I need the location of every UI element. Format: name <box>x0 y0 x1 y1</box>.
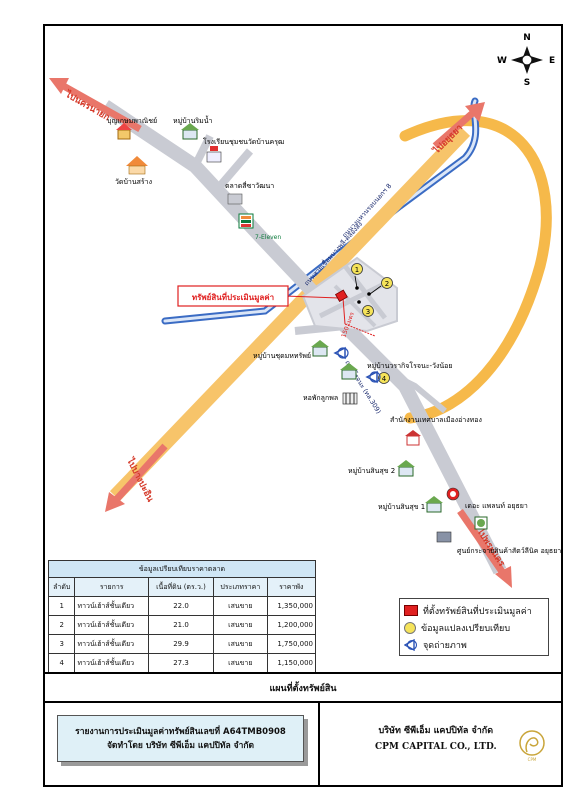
footer-divider <box>318 703 320 785</box>
svg-text:หมู่บ้านสินสุข 1: หมู่บ้านสินสุข 1 <box>378 503 425 511</box>
subject-marker <box>334 289 348 303</box>
plant-icon <box>474 516 488 530</box>
svg-text:7-Eleven: 7-Eleven <box>255 234 281 241</box>
comparable-marker-2: 2 <box>367 277 393 296</box>
compass-rose-icon: N S E W <box>497 33 555 88</box>
svg-text:N: N <box>523 33 531 43</box>
svg-text:CPM: CPM <box>528 757 537 762</box>
market-icon <box>227 193 243 205</box>
subject-swatch-icon <box>404 605 418 616</box>
svg-text:4: 4 <box>382 375 387 383</box>
svg-text:W: W <box>497 56 507 66</box>
table-row: 2 ทาวน์เฮ้าส์ชั้นเดียว 21.0 เสนขาย 1,200… <box>47 615 317 635</box>
table-header: ลำดับ <box>47 577 76 597</box>
gas-station-icon <box>446 487 460 501</box>
rojana-road <box>101 100 507 575</box>
main-highway <box>109 126 471 501</box>
svg-text:หมู่บ้านวรากิจโรจนะ-วังน้อย: หมู่บ้านวรากิจโรจนะ-วังน้อย <box>367 361 452 370</box>
footer: รายงานการประเมินมูลค่าทรัพย์สินเลขที่ A6… <box>45 703 561 785</box>
location-map: ไปนครนายก ไปอยุธยา ไปบางปะอิน ไปพระนคร ถ… <box>45 26 561 671</box>
svg-text:E: E <box>549 56 555 66</box>
arrow-nw <box>49 78 142 133</box>
svg-text:หมู่บ้านสินสุข 2: หมู่บ้านสินสุข 2 <box>348 467 395 475</box>
photo-point-icon <box>333 346 349 360</box>
subject-callout <box>177 285 289 307</box>
table-header: ประเภทราคา <box>213 577 268 597</box>
village-icon <box>340 363 358 380</box>
svg-text:ศูนย์กระจายสินค้าสัตว์ลีนิค อย: ศูนย์กระจายสินค้าสัตว์ลีนิค อยุธยา <box>457 547 561 555</box>
shop-icon <box>116 123 132 140</box>
table-caption: ข้อมูลเปรียบเทียบราคาตลาด <box>48 560 316 578</box>
svg-text:วัดบ้านสร้าง: วัดบ้านสร้าง <box>115 178 152 186</box>
comparable-marker-4: 4 <box>378 372 390 384</box>
page-frame <box>43 24 563 787</box>
legend-item-comparable: ข้อมูลแปลงเปรียบเทียบ <box>404 620 510 635</box>
svg-text:2: 2 <box>385 280 389 288</box>
seven-eleven-icon <box>238 213 254 229</box>
arrow-se <box>457 509 512 588</box>
svg-text:หอพักลูกพล: หอพักลูกพล <box>303 394 338 402</box>
school-icon <box>206 146 222 163</box>
table-row: 3 ทาวน์เฮ้าส์ชั้นเดียว 29.9 เสนขาย 1,750… <box>47 634 317 654</box>
photo-point-icon <box>404 638 418 651</box>
warehouse-icon <box>436 531 452 543</box>
village-icon <box>397 460 415 477</box>
table-header: รายการ <box>74 577 149 597</box>
map-title: แผนที่ตั้งทรัพย์สิน <box>45 672 561 703</box>
svg-text:สำนักงานเทศบาลเมืองอ่างทอง: สำนักงานเทศบาลเมืองอ่างทอง <box>390 416 482 424</box>
svg-text:เดอะ แพลนท์ อยุธยา: เดอะ แพลนท์ อยุธยา <box>465 502 528 510</box>
comparable-swatch-icon <box>404 621 416 634</box>
arrow-sw <box>105 443 168 512</box>
svg-text:1: 1 <box>355 266 359 274</box>
cpm-logo-icon: CPM <box>519 730 545 762</box>
table-row: 4 ทาวน์เฮ้าส์ชั้นเดียว 27.3 เสนขาย 1,150… <box>47 653 317 673</box>
svg-text:โรงเรียนชุมชนวัดบ้านครุฒ: โรงเรียนชุมชนวัดบ้านครุฒ <box>203 137 284 146</box>
report-info-box: รายงานการประเมินมูลค่าทรัพย์สินเลขที่ A6… <box>57 715 304 762</box>
company-name: บริษัท ซีพีเอ็ม แคปปิทัล จำกัด CPM CAPIT… <box>375 726 497 752</box>
map-legend: ที่ตั้งทรัพย์สินที่ประเมินมูลค่า ข้อมูลแ… <box>399 598 549 656</box>
table-row: 1 ทาวน์เฮ้าส์ชั้นเดียว 22.0 เสนขาย 1,350… <box>47 596 317 616</box>
svg-text:หมู่บ้านริมน้ำ: หมู่บ้านริมน้ำ <box>173 114 213 125</box>
arrow-ne <box>432 102 485 149</box>
svg-text:ตลาดสี่ซาวัฒนา: ตลาดสี่ซาวัฒนา <box>225 181 274 190</box>
ring-road <box>399 115 552 424</box>
table-header: เนื้อที่ดิน (ตร.ว.) <box>147 577 215 597</box>
subject-label: ทรัพย์สินที่ประเมินมูลค่า <box>192 291 274 303</box>
legend-item-photo: จุดถ่ายภาพ <box>404 637 467 652</box>
comparable-marker-3: 3 <box>357 300 374 317</box>
report-number: รายงานการประเมินมูลค่าทรัพย์สินเลขที่ A6… <box>75 726 286 737</box>
svg-text:หมู่บ้านชุดมหทรัพย์: หมู่บ้านชุดมหทรัพย์ <box>253 352 311 360</box>
temple-icon <box>126 156 148 175</box>
village-icon <box>311 340 329 357</box>
comparable-marker-1: 1 <box>351 263 363 290</box>
photo-point-icon <box>365 370 381 384</box>
legend-item-subject: ที่ตั้งทรัพย์สินที่ประเมินมูลค่า <box>404 603 532 618</box>
comparison-table: ข้อมูลเปรียบเทียบราคาตลาด ลำดับ รายการ เ… <box>47 560 317 673</box>
office-icon <box>405 430 421 446</box>
svg-text:3: 3 <box>366 308 370 316</box>
dormitory-icon <box>342 392 358 405</box>
report-prepared-by: จัดทำโดย บริษัท ซีพีเอ็ม แคปปิทัล จำกัด <box>106 740 255 751</box>
village-icon <box>181 123 199 140</box>
svg-text:S: S <box>524 78 530 88</box>
table-header: ราคาพัง <box>266 577 317 597</box>
svg-text:บุญเกษมพาณิชย์: บุญเกษมพาณิชย์ <box>107 117 157 125</box>
village-icon <box>425 496 443 513</box>
